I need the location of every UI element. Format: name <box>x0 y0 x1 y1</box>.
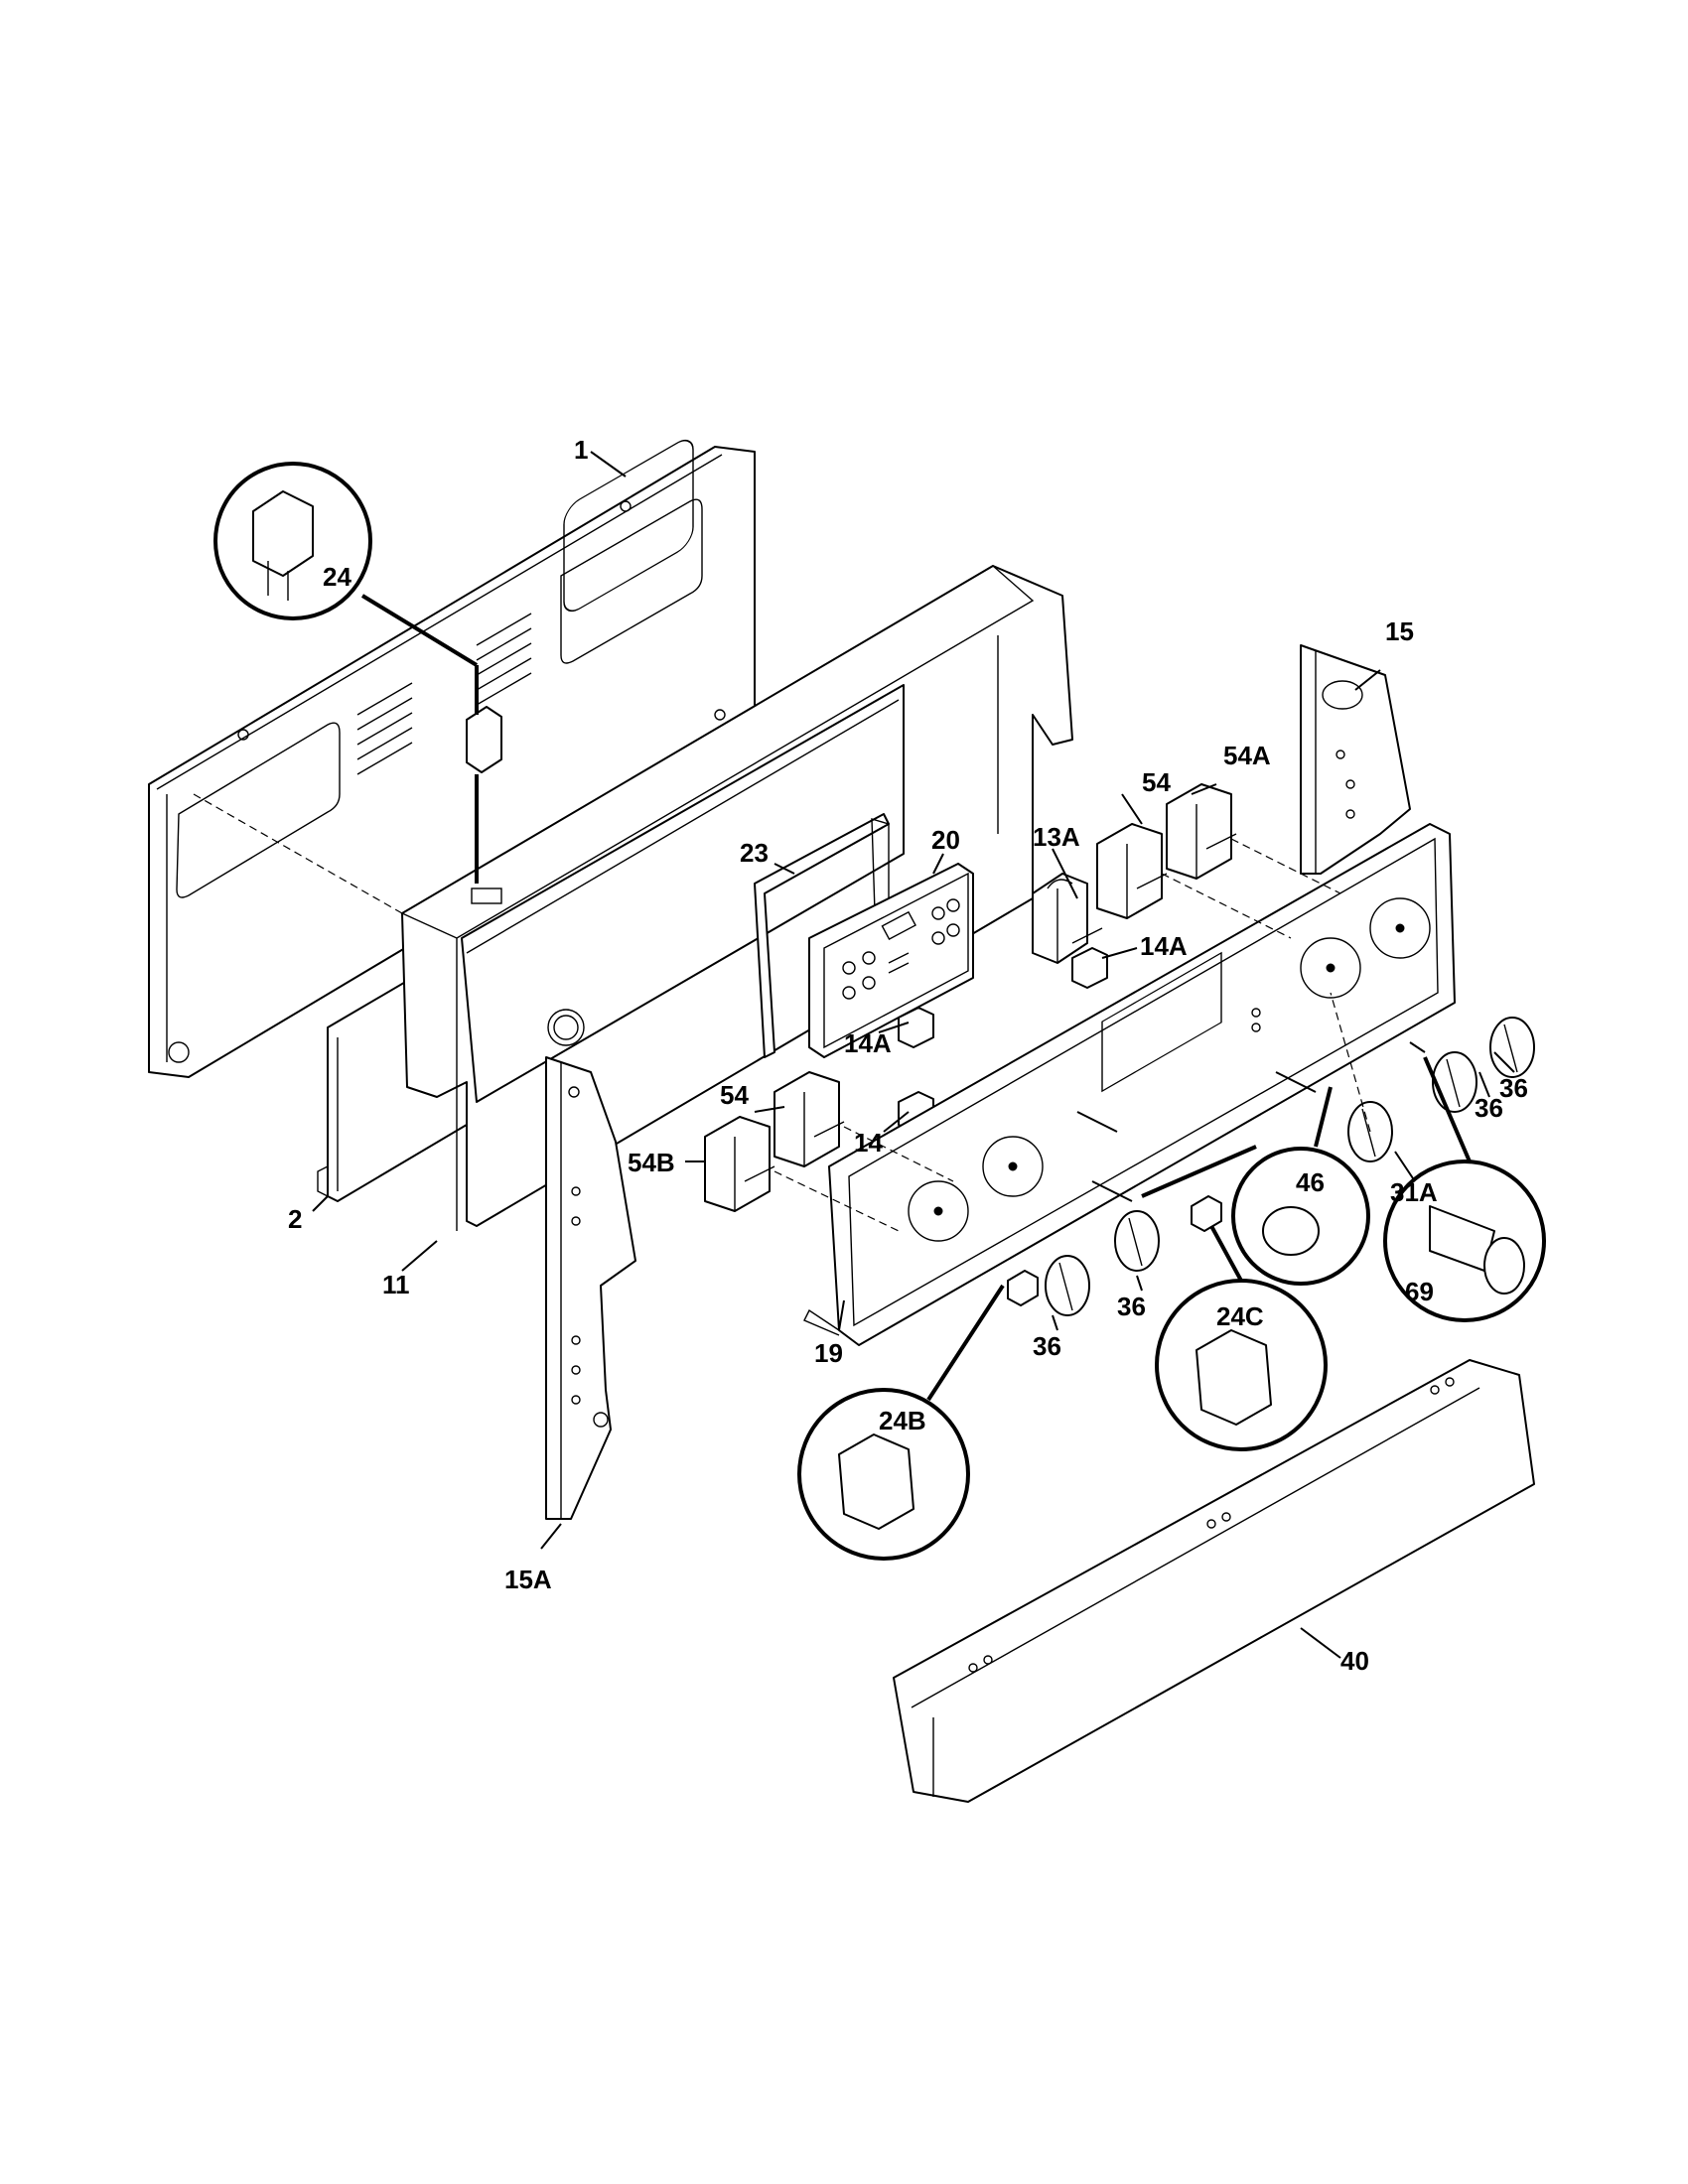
label-19: 19 <box>814 1338 843 1368</box>
label-24C: 24C <box>1216 1301 1264 1331</box>
label-54-lower: 54 <box>720 1080 749 1110</box>
switch-part-54-lower <box>774 1071 845 1167</box>
knob-part-36-b <box>1432 1051 1477 1113</box>
label-24: 24 <box>323 562 352 592</box>
label-15A: 15A <box>504 1565 552 1594</box>
label-14A-upper: 14A <box>1140 931 1188 961</box>
side-bracket-part-15A <box>545 1056 636 1520</box>
rocker-switch-24-installed <box>466 706 502 773</box>
label-2: 2 <box>288 1204 302 1234</box>
switch-part-54A <box>1166 783 1237 880</box>
knob-part-36-c <box>1114 1210 1160 1272</box>
knob-part-36-a <box>1489 1017 1535 1078</box>
rocker-switch-24C-installed <box>1191 1195 1222 1232</box>
trim-strip-part-40 <box>893 1359 1535 1803</box>
rocker-switch-24B-installed <box>1007 1270 1039 1306</box>
label-15: 15 <box>1385 616 1414 646</box>
label-31A: 31A <box>1390 1177 1438 1207</box>
label-36-a: 36 <box>1499 1073 1528 1103</box>
label-40: 40 <box>1340 1646 1369 1676</box>
switch-part-13A <box>1032 873 1103 964</box>
switch-part-54-upper <box>1096 823 1168 919</box>
burner-indicator-ring-1 <box>908 1180 969 1242</box>
side-bracket-part-15 <box>1300 644 1411 875</box>
callout-24C <box>1155 1225 1328 1451</box>
switch-part-14A-lower <box>898 1007 934 1048</box>
switch-part-14A-upper <box>1071 947 1108 989</box>
label-23: 23 <box>740 838 769 868</box>
label-36-d: 36 <box>1033 1331 1061 1361</box>
label-14: 14 <box>854 1128 883 1158</box>
label-69: 69 <box>1405 1277 1434 1306</box>
burner-indicator-ring-2 <box>982 1136 1044 1197</box>
clock-control-part-20 <box>808 863 974 1058</box>
burner-indicator-ring-4 <box>1369 897 1431 959</box>
vent-slots-left <box>356 682 413 775</box>
back-panel-part-1 <box>148 439 756 1078</box>
label-11: 11 <box>382 1270 410 1299</box>
switch-part-54B <box>704 1116 775 1212</box>
callout-24B <box>797 1284 1005 1561</box>
callout-24 <box>213 462 479 884</box>
label-36-c: 36 <box>1117 1292 1146 1321</box>
knob-part-36-d <box>1045 1255 1090 1316</box>
burner-indicator-ring-3 <box>1300 937 1361 999</box>
label-46: 46 <box>1296 1167 1325 1197</box>
callout-46 <box>1141 1086 1370 1286</box>
label-20: 20 <box>931 825 960 855</box>
label-54-upper: 54 <box>1142 767 1171 797</box>
label-1: 1 <box>574 435 588 465</box>
callout-69 <box>1383 1056 1546 1322</box>
vent-slots-right <box>476 613 532 706</box>
label-36-b: 36 <box>1475 1093 1503 1123</box>
label-24B: 24B <box>879 1406 926 1435</box>
label-54B: 54B <box>628 1148 675 1177</box>
label-13A: 13A <box>1033 822 1080 852</box>
label-54A: 54A <box>1223 741 1271 770</box>
label-14A-lower: 14A <box>844 1028 892 1058</box>
